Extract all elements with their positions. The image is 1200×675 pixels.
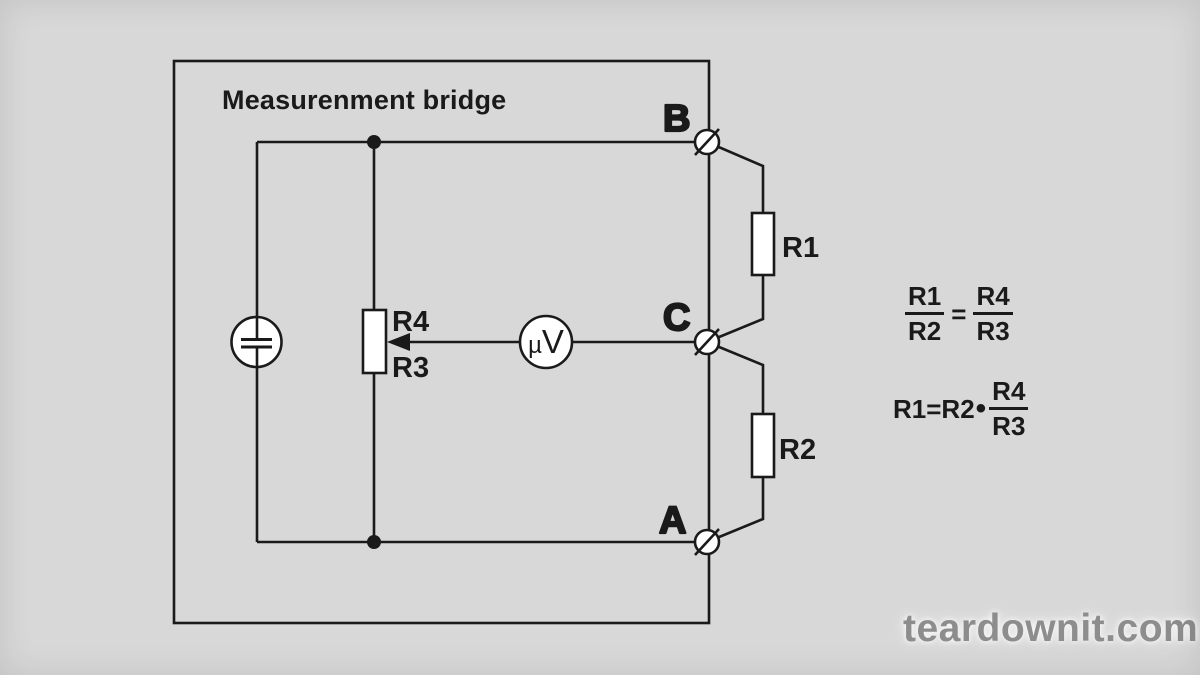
wire-b-to-r1 xyxy=(706,140,765,213)
fraction-r4-r3-product: R4 R3 xyxy=(989,378,1029,439)
dc-source-symbol xyxy=(230,315,283,369)
formula-product: R1=R2 • R4 R3 xyxy=(893,378,1029,439)
multiplication-dot: • xyxy=(975,391,987,425)
node-label-b: B xyxy=(663,98,690,140)
fraction-r4-r3: R4 R3 xyxy=(973,283,1013,344)
fraction-r1-r2: R1 R2 xyxy=(905,283,945,344)
formula-product-lhs: R1=R2 xyxy=(893,393,975,424)
diagram-title: Measurenment bridge xyxy=(222,85,506,115)
resistor-r1-label: R1 xyxy=(782,232,819,264)
terminal-b-symbol xyxy=(693,128,721,156)
equals-sign: = xyxy=(951,298,967,329)
potentiometer-r4-r3-symbol xyxy=(361,308,388,375)
junction-dot-bottom xyxy=(367,535,381,549)
wire-c-to-r2 xyxy=(706,340,765,414)
node-label-c: C xyxy=(663,297,690,339)
wire-r2-to-a xyxy=(706,477,765,544)
resistor-r2-symbol xyxy=(750,412,776,479)
junction-dot-top xyxy=(367,135,381,149)
wire-r1-to-c xyxy=(706,275,765,344)
formula-ratio: R1 R2 = R4 R3 xyxy=(905,283,1013,344)
microvoltmeter-label: µV xyxy=(528,323,564,360)
node-label-a: A xyxy=(659,500,686,542)
microvoltmeter-symbol xyxy=(518,314,574,370)
terminal-a-symbol xyxy=(693,528,721,556)
potentiometer-r4-label: R4 xyxy=(392,306,429,338)
potentiometer-r3-label: R3 xyxy=(392,352,429,384)
wiper-arrowhead xyxy=(387,333,410,351)
watermark-text: teardownit.com xyxy=(903,607,1199,650)
terminal-c-symbol xyxy=(693,328,721,356)
resistor-r2-label: R2 xyxy=(779,434,816,466)
resistor-r1-symbol xyxy=(750,211,776,277)
